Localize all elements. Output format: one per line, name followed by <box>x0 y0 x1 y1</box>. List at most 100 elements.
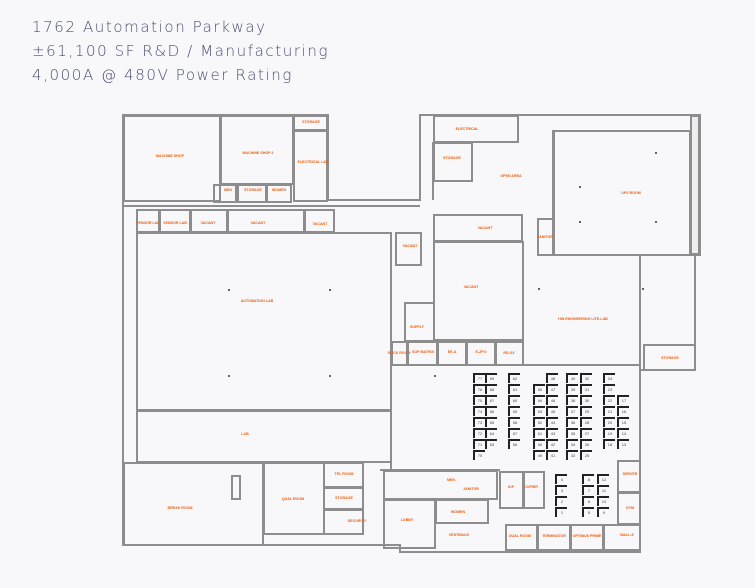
cubicle: 49 <box>533 450 545 460</box>
column-marker <box>642 288 644 290</box>
room-vacant <box>433 241 524 341</box>
cubicle: 35 <box>566 428 578 438</box>
cubicle: 12 <box>597 474 609 484</box>
cubicle: 20 <box>603 417 615 427</box>
cubicle: 11 <box>597 485 609 495</box>
cubicle: 34 <box>566 439 578 449</box>
cubicle: 40 <box>566 373 578 383</box>
room-label: WOMEN <box>271 188 287 192</box>
room-gym <box>617 492 641 525</box>
column-marker <box>228 375 230 377</box>
property-size: ±61,100 SF R&D / Manufacturing <box>32 42 330 60</box>
column-marker <box>329 375 331 377</box>
room-label: VESTIBULE <box>448 533 470 537</box>
cubicle: 17 <box>617 395 629 405</box>
column-marker <box>579 221 581 223</box>
room-label: VACANT <box>402 244 418 248</box>
cubicle: 48 <box>546 373 558 383</box>
room-label: JANITOR <box>463 487 479 491</box>
room-label: COPIER <box>524 485 538 489</box>
room-label: VENDOR LAB <box>163 221 187 225</box>
room-label: VACANT <box>200 221 216 225</box>
cubicle: 13 <box>617 439 629 449</box>
room-label: GYM <box>625 506 635 510</box>
cubicle: 64 <box>485 428 497 438</box>
room-label: VACANT <box>477 226 493 230</box>
cubicle: 56 <box>508 439 520 449</box>
cubicle: 16 <box>617 406 629 416</box>
cubicle: 15 <box>617 417 629 427</box>
cubicle: 6 <box>582 496 594 506</box>
room-label: DUAL ROOM <box>508 534 532 538</box>
cubicle: 7 <box>582 485 594 495</box>
cubicle: 5 <box>582 507 594 517</box>
cubicle: 59 <box>508 406 520 416</box>
column-marker <box>228 289 230 291</box>
cubicle: 18 <box>603 439 615 449</box>
room-security <box>323 509 364 535</box>
room-label: VACANT <box>312 222 328 226</box>
cubicle: 32 <box>580 373 592 383</box>
room-restroom <box>213 184 237 203</box>
room-label: AUTOMATION LAB <box>240 299 274 303</box>
cubicle: 31 <box>580 384 592 394</box>
room-label: WALL-E <box>620 533 634 537</box>
cubicle: 72 <box>473 428 485 438</box>
room-label: SOP MATRIX <box>411 350 435 354</box>
cubicle: 33 <box>566 450 578 460</box>
cubicle: 46 <box>546 395 558 405</box>
room-label: STORAGE <box>244 188 262 192</box>
cubicle: 25 <box>580 450 592 460</box>
cubicle: 47 <box>546 384 558 394</box>
cubicle: 65 <box>485 417 497 427</box>
cubicle: 54 <box>533 395 545 405</box>
room-label: IDF <box>508 485 514 489</box>
cubicle: 24 <box>603 373 615 383</box>
room-lab <box>136 410 392 463</box>
cubicle: 19 <box>603 428 615 438</box>
column-marker <box>655 221 657 223</box>
room-machine-shop-2 <box>220 115 294 185</box>
cubicle: 52 <box>533 417 545 427</box>
room-label: TERMINATOR <box>542 534 566 538</box>
cubicle: 53 <box>533 406 545 416</box>
room-label: MEN <box>447 478 455 482</box>
room-label: E-ZPO <box>475 350 487 354</box>
room-label: SUPPLY <box>409 325 425 329</box>
room-janitor <box>537 218 554 256</box>
cubicle: 60 <box>508 395 520 405</box>
cubicle: 37 <box>566 406 578 416</box>
room-copier <box>523 471 545 509</box>
room-supply <box>404 302 435 342</box>
cubicle: 9 <box>597 507 609 517</box>
cubicle: 43 <box>546 428 558 438</box>
room-label: EE-A <box>447 350 457 354</box>
cubicle: 1 <box>555 507 567 517</box>
room-label: RD-XX <box>503 351 515 355</box>
cubicle: 36 <box>566 417 578 427</box>
room-lobby <box>383 499 436 549</box>
room-label: SERVER <box>622 472 638 476</box>
room-server <box>617 460 641 493</box>
cubicle: 22 <box>603 395 615 405</box>
cubicle: 26 <box>580 439 592 449</box>
cubicle: 58 <box>508 417 520 427</box>
room-vacant <box>304 209 335 233</box>
cubicle: 62 <box>508 373 520 383</box>
cubicle: 41 <box>546 450 558 460</box>
room-label: OPTIMUS PRIME <box>572 534 602 538</box>
room-vacant <box>395 232 422 266</box>
break-room-counter <box>231 475 241 500</box>
cubicle: 57 <box>508 428 520 438</box>
room-women <box>435 499 489 524</box>
cubicle: 68 <box>485 384 497 394</box>
room-label: JANITOR <box>537 235 553 239</box>
cubicle: 71 <box>473 439 485 449</box>
cubicle: 44 <box>546 417 558 427</box>
room-label: LOBBY <box>400 518 414 522</box>
column-marker <box>434 375 436 377</box>
cubicle: 67 <box>485 395 497 405</box>
cubicle: 75 <box>473 395 485 405</box>
cubicle: 38 <box>566 395 578 405</box>
